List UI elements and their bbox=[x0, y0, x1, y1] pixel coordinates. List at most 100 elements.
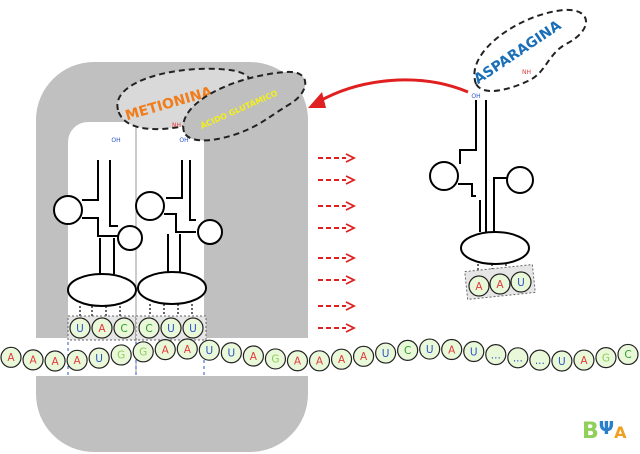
trna-right-d-loop bbox=[135, 191, 165, 221]
mrna-nucleotide-circle bbox=[529, 349, 551, 371]
mrna-nucleotide-base: G bbox=[139, 347, 147, 359]
mrna-nucleotide: A bbox=[308, 350, 331, 372]
trna-incoming bbox=[429, 100, 534, 274]
mrna-nucleotide-base: A bbox=[51, 356, 59, 368]
mrna-nucleotide-circle bbox=[242, 345, 264, 367]
trna-right bbox=[135, 160, 223, 318]
mrna-nucleotide: A bbox=[22, 349, 44, 371]
mrna-nucleotide-base: A bbox=[184, 344, 192, 356]
trna-right-anticodon-nucleotide: U bbox=[160, 317, 182, 339]
mrna-nucleotide-circle bbox=[485, 344, 507, 366]
amino-acid-glutamic-acid: ÁCIDO GLUTÁMICO bbox=[182, 70, 307, 142]
mrna-nucleotide-base: C bbox=[624, 349, 631, 361]
mrna-nucleotide-circle bbox=[308, 350, 331, 372]
mrna-nucleotide-circle bbox=[397, 339, 419, 361]
mrna-nucleotide: A bbox=[573, 349, 595, 371]
mrna-nucleotide-circle bbox=[198, 339, 220, 361]
mrna-nucleotide-base: G bbox=[271, 354, 279, 366]
mrna-nucleotide-circle bbox=[352, 345, 375, 367]
mrna-nucleotide-circle bbox=[573, 349, 595, 371]
mrna-nucleotide-base: A bbox=[250, 351, 258, 363]
mrna-nucleotide: G bbox=[595, 347, 617, 369]
mrna-nucleotide-base: U bbox=[426, 344, 434, 356]
trna-left-t-loop bbox=[117, 225, 143, 251]
mrna-nucleotide-circle bbox=[66, 349, 88, 371]
mrna-nucleotide-base: A bbox=[360, 351, 368, 363]
trna-left-d-loop bbox=[53, 195, 83, 225]
mrna-nucleotide-circle bbox=[0, 346, 22, 368]
mrna-nucleotide-circle bbox=[88, 347, 110, 369]
mrna-nucleotide: A bbox=[66, 349, 88, 371]
dashed-arrow bbox=[318, 223, 357, 233]
trna-left-anticodon-nucleotide-base: C bbox=[120, 323, 127, 335]
mrna-nucleotide-circle bbox=[441, 338, 463, 361]
dashed-arrow bbox=[318, 275, 357, 285]
mrna-nucleotide: A bbox=[286, 350, 309, 372]
mrna-nucleotide-base: G bbox=[117, 350, 125, 362]
dashed-arrow bbox=[318, 301, 357, 311]
mrna-nucleotide: A bbox=[242, 345, 264, 367]
mrna-nucleotide-circle bbox=[595, 347, 617, 369]
mrna-nucleotide: A bbox=[0, 346, 22, 368]
mrna-nucleotide-base: A bbox=[74, 355, 82, 367]
trna-right-anticodon-nucleotide-circle bbox=[138, 317, 160, 339]
trna-incoming-anticodon-nucleotide: A bbox=[468, 275, 490, 297]
mrna-nucleotide-base: U bbox=[470, 346, 478, 358]
mrna-nucleotide-base: ... bbox=[535, 355, 545, 367]
mrna-nucleotide: U bbox=[375, 342, 397, 364]
methionine-nh-label: NH bbox=[172, 122, 181, 129]
amino-acid-asparagine: ASPARAGINA NH bbox=[471, 8, 587, 92]
mrna-nucleotide: A bbox=[352, 345, 375, 367]
trna-incoming-oh-label: OH bbox=[471, 93, 480, 100]
trna-incoming-t-loop bbox=[506, 166, 534, 194]
mrna-nucleotide-circle bbox=[22, 349, 44, 371]
mrna-nucleotide: U bbox=[419, 338, 441, 360]
trna-left-oh-label: OH bbox=[111, 137, 120, 144]
mrna-nucleotide-circle bbox=[330, 348, 353, 370]
mrna-nucleotide-base: G bbox=[602, 352, 610, 364]
trna-right-anticodon-nucleotide-circle bbox=[182, 317, 204, 339]
mrna-nucleotide-circle bbox=[507, 347, 529, 369]
trna-incoming-anticodon-nucleotide-circle bbox=[468, 275, 490, 297]
mrna-nucleotide-circle bbox=[419, 338, 441, 360]
mrna-nucleotide: A bbox=[330, 348, 353, 370]
dashed-arrow bbox=[318, 323, 357, 333]
trna-left-anticodon-nucleotide-circle bbox=[69, 317, 91, 339]
dashed-arrow bbox=[318, 201, 357, 211]
dashed-arrow bbox=[318, 175, 357, 185]
mrna-nucleotide-circle bbox=[154, 339, 176, 361]
mrna-nucleotide: C bbox=[617, 343, 639, 366]
mrna-nucleotide-base: U bbox=[228, 348, 236, 360]
trna-right-anticodon-nucleotide-base: U bbox=[167, 323, 175, 335]
mrna-nucleotide: G bbox=[110, 344, 132, 366]
trna-right-anticodon-nucleotide: U bbox=[182, 317, 204, 339]
trna-left-anticodon-nucleotide-base: U bbox=[76, 323, 84, 335]
mrna-nucleotide-circle bbox=[44, 350, 66, 372]
incoming-arrow bbox=[308, 78, 469, 108]
mrna-nucleotide: U bbox=[551, 350, 573, 372]
trna-incoming-anticodon-nucleotide-base: A bbox=[496, 279, 504, 291]
mrna-nucleotide-base: A bbox=[29, 355, 37, 367]
mrna-nucleotide-base: ... bbox=[513, 353, 523, 365]
mrna-nucleotide-base: U bbox=[205, 345, 213, 357]
mrna-nucleotide: A bbox=[44, 350, 66, 372]
mrna-nucleotide-circle bbox=[286, 350, 309, 372]
mrna-nucleotide: A bbox=[441, 338, 463, 361]
dashed-arrow bbox=[318, 253, 357, 263]
logo: BΨA bbox=[582, 418, 627, 444]
trna-right-anticodon-nucleotide-circle bbox=[160, 317, 182, 339]
trna-right-oh-label: OH bbox=[179, 137, 188, 144]
mrna-nucleotide-base: A bbox=[580, 355, 588, 367]
mrna-nucleotide: U bbox=[88, 347, 110, 369]
mrna-nucleotide-circle bbox=[463, 340, 485, 363]
mrna-nucleotide: ... bbox=[485, 344, 507, 366]
mrna-nucleotide-circle bbox=[264, 348, 287, 370]
trna-left-anticodon-nucleotide-circle bbox=[113, 317, 135, 339]
trna-right-t-loop bbox=[197, 219, 223, 245]
trna-incoming-d-loop bbox=[429, 161, 459, 191]
trna-left-anticodon-nucleotide-circle bbox=[91, 317, 113, 339]
